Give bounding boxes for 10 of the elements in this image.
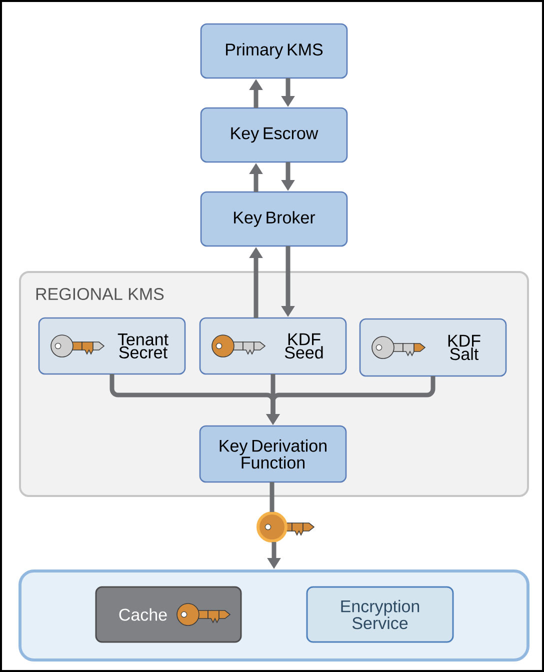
process-box: Key Broker: [200, 191, 348, 247]
process-box: Primary KMS: [200, 23, 348, 79]
process-box: Key Derivation Function: [199, 425, 347, 483]
service-box: Encryption Service: [306, 586, 454, 643]
key-box: Tenant Secret: [38, 317, 186, 375]
cache-box: Cache: [95, 586, 242, 643]
process-box: Key Escrow: [200, 107, 348, 163]
key-box: KDF Salt: [359, 318, 507, 377]
key-box: KDF Seed: [199, 317, 347, 375]
key-icon: [256, 512, 315, 542]
